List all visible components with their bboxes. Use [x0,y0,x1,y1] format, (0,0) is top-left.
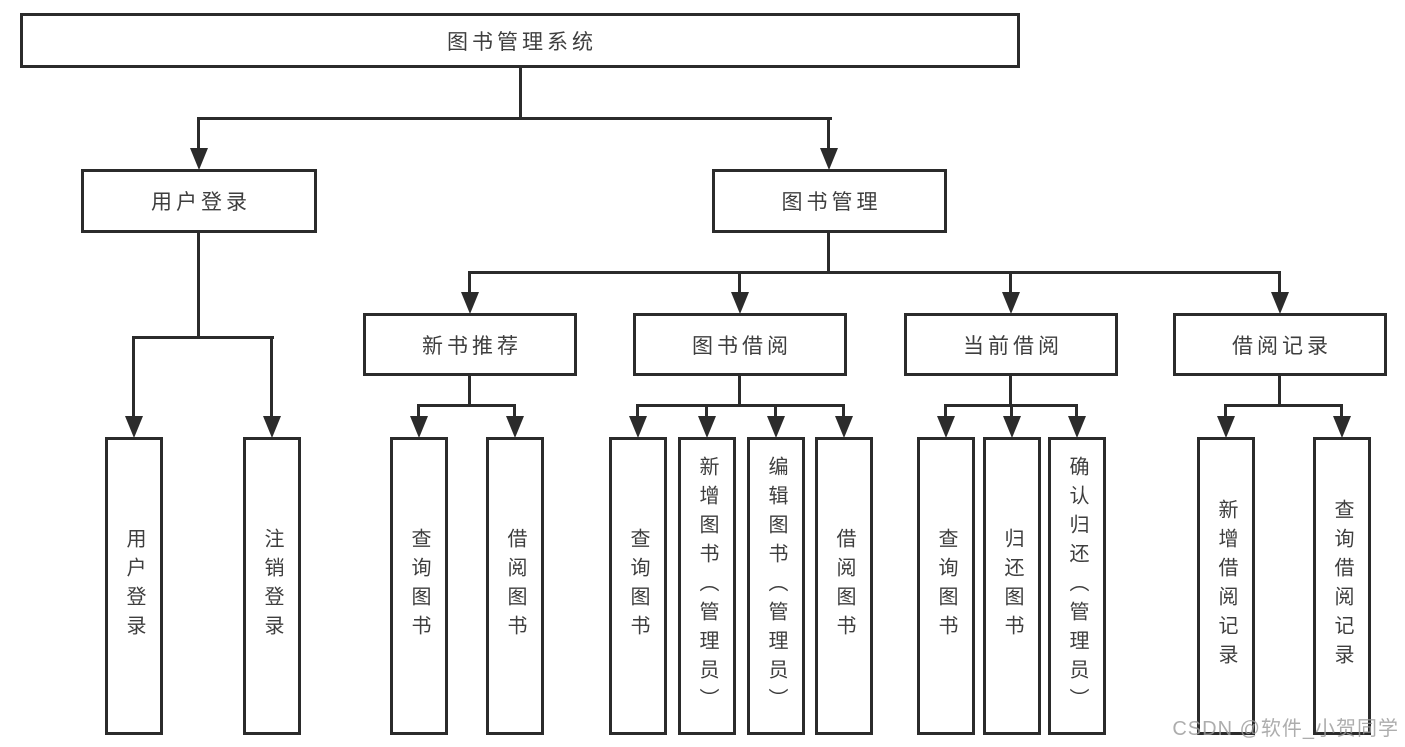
arrow-down-icon [1002,292,1020,314]
leaf-logout: 注销登录 [243,437,301,735]
connector-line [1075,404,1078,420]
node-user-login-branch: 用户登录 [81,169,317,233]
arrow-down-icon [835,416,853,438]
connector-line [1009,271,1012,296]
connector-line [513,404,516,420]
arrow-down-icon [820,148,838,170]
node-borrowing-records: 借阅记录 [1173,313,1387,376]
connector-line [1278,375,1281,407]
node-book-borrowing: 图书借阅 [633,313,847,376]
connector-line [519,68,522,118]
connector-line [468,375,471,407]
connector-line [1278,271,1281,296]
connector-line [738,375,741,407]
arrow-down-icon [767,416,785,438]
arrow-down-icon [263,416,281,438]
arrow-down-icon [937,416,955,438]
leaf-edit-books-admin: 编辑图书（管理员） [747,437,805,735]
leaf-query-books-current: 查询图书 [917,437,975,735]
arrow-down-icon [629,416,647,438]
arrow-down-icon [410,416,428,438]
leaf-user-login: 用户登录 [105,437,163,735]
connector-line [270,336,273,418]
connector-line [468,271,1281,274]
arrow-down-icon [125,416,143,438]
connector-line [197,232,200,338]
connector-line [944,404,947,420]
arrow-down-icon [506,416,524,438]
connector-line [417,404,420,420]
leaf-borrow-books: 借阅图书 [815,437,873,735]
leaf-borrow-books-recommend: 借阅图书 [486,437,544,735]
csdn-watermark: CSDN @软件_小贺同学 [1172,718,1399,740]
connector-line [1224,404,1343,407]
leaf-return-books: 归还图书 [983,437,1041,735]
connector-line [738,271,741,296]
connector-line [827,232,830,273]
connector-line [132,336,274,339]
arrow-down-icon [698,416,716,438]
connector-line [636,404,845,407]
connector-line [132,336,135,418]
connector-line [842,404,845,420]
arrow-down-icon [1333,416,1351,438]
arrow-down-icon [731,292,749,314]
leaf-query-books-borrow: 查询图书 [609,437,667,735]
node-new-book-recommendation: 新书推荐 [363,313,577,376]
leaf-query-books-recommend: 查询图书 [390,437,448,735]
connector-line [197,117,832,120]
leaf-confirm-return-admin: 确认归还（管理员） [1048,437,1106,735]
connector-line [1224,404,1227,420]
arrow-down-icon [1271,292,1289,314]
arrow-down-icon [461,292,479,314]
arrow-down-icon [190,148,208,170]
arrow-down-icon [1003,416,1021,438]
leaf-add-borrow-record: 新增借阅记录 [1197,437,1255,735]
node-book-management-branch: 图书管理 [712,169,947,233]
connector-line [774,404,777,420]
arrow-down-icon [1217,416,1235,438]
connector-line [468,271,471,296]
node-root-library-system: 图书管理系统 [20,13,1020,68]
connector-line [636,404,639,420]
leaf-query-borrow-record: 查询借阅记录 [1313,437,1371,735]
connector-line [1009,375,1012,407]
connector-line [827,117,830,152]
connector-line [705,404,708,420]
node-current-borrowing: 当前借阅 [904,313,1118,376]
connector-line [1010,404,1013,420]
connector-line [197,117,200,152]
connector-line [1340,404,1343,420]
arrow-down-icon [1068,416,1086,438]
leaf-add-books-admin: 新增图书（管理员） [678,437,736,735]
connector-line [417,404,516,407]
